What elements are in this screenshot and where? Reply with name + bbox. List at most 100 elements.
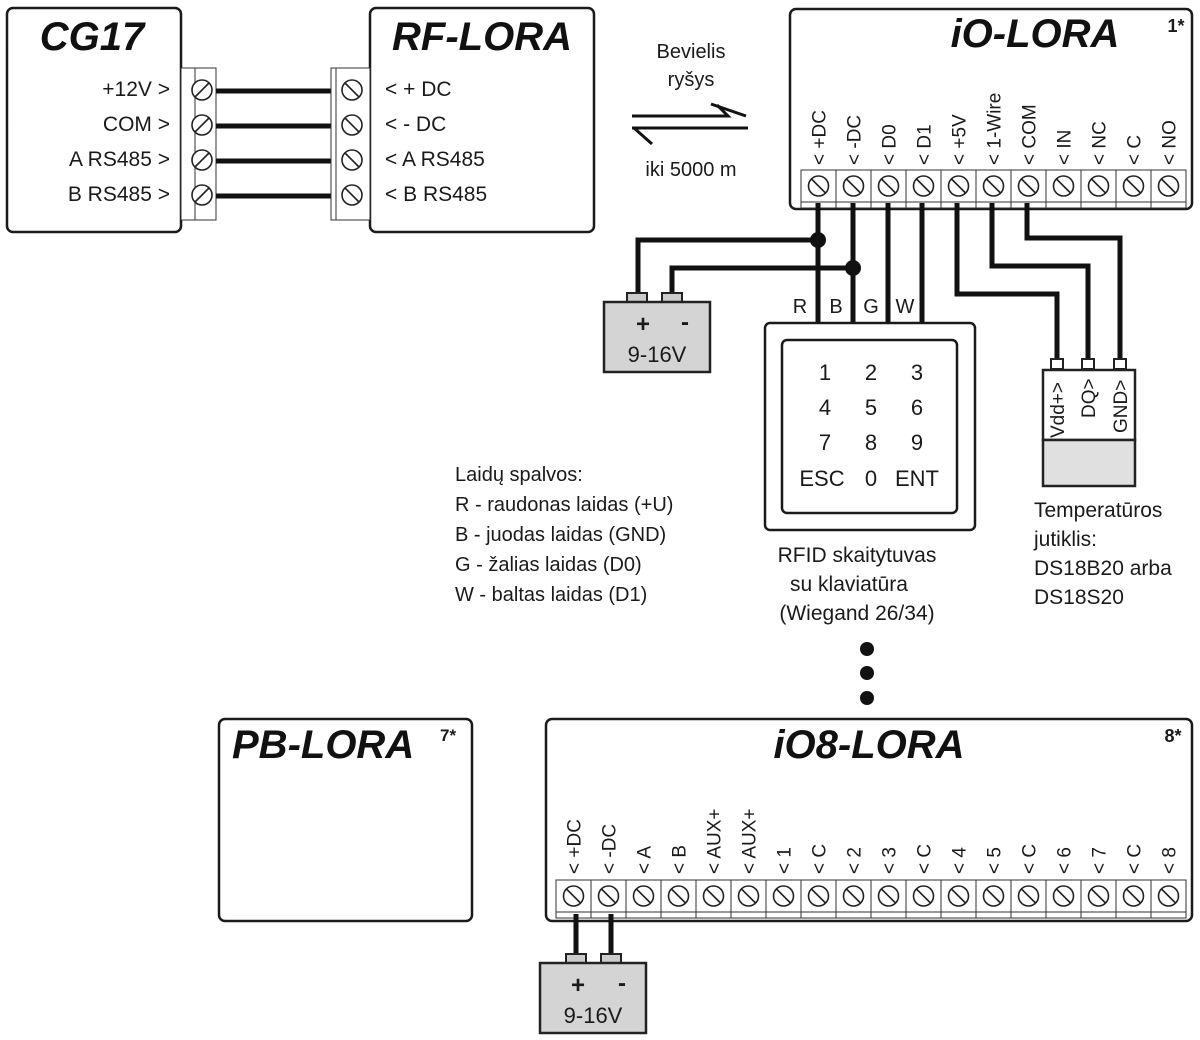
- terminal: < NO: [1150, 120, 1187, 209]
- keypad-caption: (Wiegand 26/34): [779, 602, 934, 625]
- cg17-title: CG17: [40, 15, 146, 59]
- sensor-caption: DS18S20: [1034, 586, 1124, 609]
- keypad-key: 6: [911, 395, 923, 420]
- terminal: < C: [1115, 135, 1152, 209]
- keypad-key: 3: [911, 360, 923, 385]
- io-lora-title: iO-LORA: [951, 12, 1120, 56]
- rf-lora-terminal-label: < - DC: [385, 113, 446, 136]
- screw-terminal-icon: [632, 885, 655, 907]
- terminal-label: < C: [1125, 135, 1146, 165]
- rf-lora-title: RF-LORA: [392, 15, 572, 59]
- screw-terminal-icon: [1122, 885, 1145, 907]
- terminal-label: < 6: [1055, 847, 1076, 874]
- keypad-caption: su klaviatūra: [790, 573, 908, 596]
- terminal-label: < 1: [775, 847, 796, 874]
- keypad-key: ENT: [895, 466, 939, 491]
- legend-item: R - raudonas laidas (+U): [455, 494, 673, 516]
- battery-minus-label: -: [618, 970, 626, 997]
- screw-terminal-icon: [807, 175, 830, 197]
- screw-terminal-icon: [341, 149, 363, 171]
- screw-terminal-icon: [737, 885, 760, 907]
- pb-lora-index: 7*: [440, 726, 456, 745]
- io8-lora-title: iO8-LORA: [773, 723, 964, 767]
- temperature-sensor: Vdd+> DQ> GND> Temperatūros jutiklis: DS…: [1033, 358, 1172, 609]
- sensor-pin-label: GND>: [1111, 380, 1132, 433]
- wireless-range: iki 5000 m: [645, 159, 736, 181]
- cg17-terminal-label: COM >: [103, 113, 170, 136]
- screw-terminal-icon: [191, 149, 213, 171]
- terminal-label: < 2: [845, 847, 866, 874]
- cg17-module: CG17 +12V > COM > A RS485 > B RS485 >: [5, 6, 217, 234]
- keypad-key: 0: [865, 466, 877, 491]
- terminal: < C: [800, 844, 837, 919]
- terminal: < +5V: [940, 114, 977, 209]
- screw-terminal-icon: [1087, 175, 1110, 197]
- terminal-label: < -DC: [845, 115, 866, 165]
- screw-terminal-icon: [191, 184, 213, 206]
- battery-voltage: 9-16V: [564, 1003, 623, 1028]
- io8-lora-terminal-block: < +DC< -DC< A< B< AUX+< AUX+< 1< C< 2< 3…: [555, 809, 1187, 919]
- sensor-caption: jutiklis:: [1033, 528, 1097, 551]
- terminal-label: < AUX+: [740, 809, 761, 875]
- io8-lora-module: iO8-LORA 8* < +DC< -DC< A< B< AUX+< AUX+…: [544, 717, 1194, 923]
- terminal-label: < -DC: [600, 824, 621, 874]
- terminal: < B: [660, 845, 697, 919]
- wireless-label: Bevielis: [657, 41, 726, 63]
- wire-label-w: W: [896, 296, 915, 318]
- terminal: < +DC: [555, 819, 592, 919]
- terminal: < 5: [975, 847, 1012, 919]
- battery-voltage: 9-16V: [628, 342, 687, 367]
- screw-terminal-icon: [1017, 175, 1040, 197]
- io-lora-index: 1*: [1167, 16, 1184, 36]
- sensor-caption: Temperatūros: [1034, 499, 1162, 522]
- screw-terminal-icon: [1052, 885, 1075, 907]
- terminal-label: < D1: [915, 124, 936, 165]
- screw-terminal-icon: [562, 885, 585, 907]
- terminal: < 6: [1045, 847, 1082, 919]
- wire-label-g: G: [863, 296, 879, 318]
- terminal-label: < C: [915, 844, 936, 874]
- keypad-key: 7: [819, 430, 831, 455]
- cg17-terminal-label: B RS485 >: [68, 183, 170, 206]
- keypad-key: 9: [911, 430, 923, 455]
- screw-terminal-icon: [947, 885, 970, 907]
- screw-terminal-icon: [842, 885, 865, 907]
- pb-lora-title: PB-LORA: [232, 723, 414, 767]
- io-lora-module: iO-LORA 1* < +DC< -DC< D0< D1< +5V< 1-Wi…: [788, 7, 1194, 211]
- screw-terminal-icon: [947, 175, 970, 197]
- terminal-label: < NO: [1160, 120, 1181, 165]
- terminal-label: < B: [670, 845, 691, 874]
- terminal: < 4: [940, 847, 977, 919]
- screw-terminal-icon: [877, 885, 900, 907]
- terminal-label: < +DC: [810, 110, 831, 165]
- terminal-label: < 7: [1090, 847, 1111, 874]
- sensor-pin-label: Vdd+>: [1048, 382, 1069, 438]
- keypad-key: 1: [819, 360, 831, 385]
- wireless-label: ryšys: [668, 69, 715, 91]
- rf-lora-terminal-label: < A RS485: [385, 148, 485, 171]
- ellipsis-dots-icon: [860, 642, 874, 705]
- screw-terminal-icon: [191, 114, 213, 136]
- terminal-label: < 3: [880, 847, 901, 874]
- legend-item: B - juodas laidas (GND): [455, 524, 666, 546]
- terminal-label: < 1-Wire: [985, 93, 1006, 165]
- terminal-label: < C: [810, 844, 831, 874]
- screw-terminal-icon: [702, 885, 725, 907]
- terminal: < NC: [1080, 121, 1117, 209]
- keypad-key: ESC: [799, 466, 844, 491]
- screw-terminal-icon: [341, 184, 363, 206]
- rf-lora-terminal-label: < B RS485: [385, 183, 487, 206]
- legend-title: Laidų spalvos:: [455, 464, 583, 486]
- terminal-label: < C: [1125, 844, 1146, 874]
- terminal-label: < +5V: [950, 114, 971, 165]
- terminal: < 8: [1150, 847, 1187, 919]
- terminal: < C: [905, 844, 942, 919]
- terminal: < AUX+: [695, 809, 732, 919]
- terminal: < 1: [765, 847, 802, 919]
- screw-terminal-icon: [912, 175, 935, 197]
- keypad-key: 8: [865, 430, 877, 455]
- io-lora-wires: [635, 203, 1123, 362]
- terminal-label: < 8: [1160, 847, 1181, 874]
